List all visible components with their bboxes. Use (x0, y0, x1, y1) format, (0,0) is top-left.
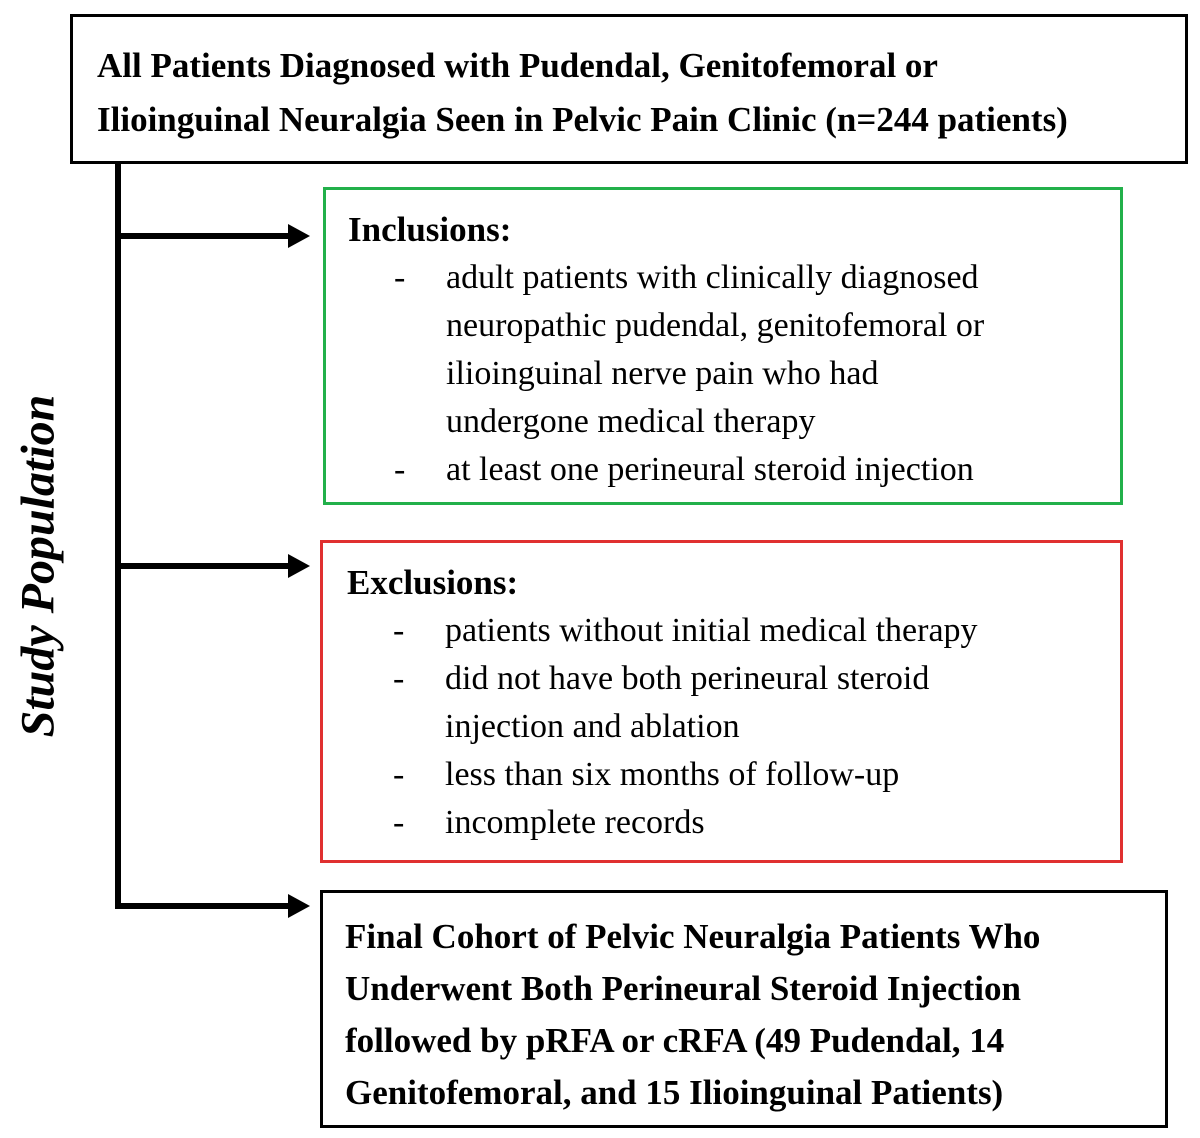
inclusion-item-line: undergone medical therapy (446, 403, 816, 440)
all-patients-line-2: Ilioinguinal Neuralgia Seen in Pelvic Pa… (97, 100, 1068, 139)
inclusion-item: - at least one perineural steroid inject… (348, 446, 1120, 494)
inclusion-item: - adult patients with clinically diagnos… (348, 254, 1120, 446)
exclusion-item: - less than six months of follow-up (347, 751, 1120, 799)
final-cohort-box: Final Cohort of Pelvic Neuralgia Patient… (320, 890, 1168, 1128)
inclusions-heading: Inclusions: (348, 210, 512, 249)
exclusions-box: Exclusions: - patients without initial m… (320, 540, 1123, 863)
bullet-dash: - (393, 612, 405, 649)
exclusions-heading: Exclusions: (347, 563, 519, 602)
exclusion-item-line: patients without initial medical therapy (445, 612, 978, 649)
inclusion-item-line: neuropathic pudendal, genitofemoral or (446, 307, 985, 344)
inclusions-list: - adult patients with clinically diagnos… (348, 254, 1120, 494)
bullet-dash: - (393, 756, 405, 793)
final-cohort-line-4: Genitofemoral, and 15 Ilioinguinal Patie… (345, 1073, 1004, 1112)
exclusion-item: - patients without initial medical thera… (347, 607, 1120, 655)
exclusion-item-line: less than six months of follow-up (445, 756, 900, 793)
exclusion-item: - did not have both perineural steroid i… (347, 655, 1120, 751)
bullet-dash: - (394, 259, 406, 296)
inclusion-item-line: adult patients with clinically diagnosed (446, 259, 979, 296)
inclusions-box: Inclusions: - adult patients with clinic… (323, 187, 1123, 505)
exclusion-item-line: did not have both perineural steroid (445, 660, 930, 697)
all-patients-box: All Patients Diagnosed with Pudendal, Ge… (70, 14, 1188, 164)
exclusion-item-line: incomplete records (445, 804, 705, 841)
inclusion-item-line: at least one perineural steroid injectio… (446, 451, 974, 488)
exclusions-list: - patients without initial medical thera… (347, 607, 1120, 847)
bullet-dash: - (394, 451, 406, 488)
exclusion-item: - incomplete records (347, 799, 1120, 847)
study-population-label: Study Population (11, 394, 65, 738)
all-patients-line-1: All Patients Diagnosed with Pudendal, Ge… (97, 46, 938, 85)
flow-trunk-line (115, 164, 121, 909)
final-cohort-line-1: Final Cohort of Pelvic Neuralgia Patient… (345, 917, 1041, 956)
bullet-dash: - (393, 804, 405, 841)
exclusion-item-line: injection and ablation (445, 708, 740, 745)
arrow-to-final-cohort (115, 894, 310, 918)
bullet-dash: - (393, 660, 405, 697)
arrow-to-exclusions (115, 554, 310, 578)
final-cohort-line-3: followed by pRFA or cRFA (49 Pudendal, 1… (345, 1021, 1005, 1060)
arrow-to-inclusions (115, 224, 310, 248)
final-cohort-line-2: Underwent Both Perineural Steroid Inject… (345, 969, 1021, 1008)
inclusion-item-line: ilioinguinal nerve pain who had (446, 355, 879, 392)
